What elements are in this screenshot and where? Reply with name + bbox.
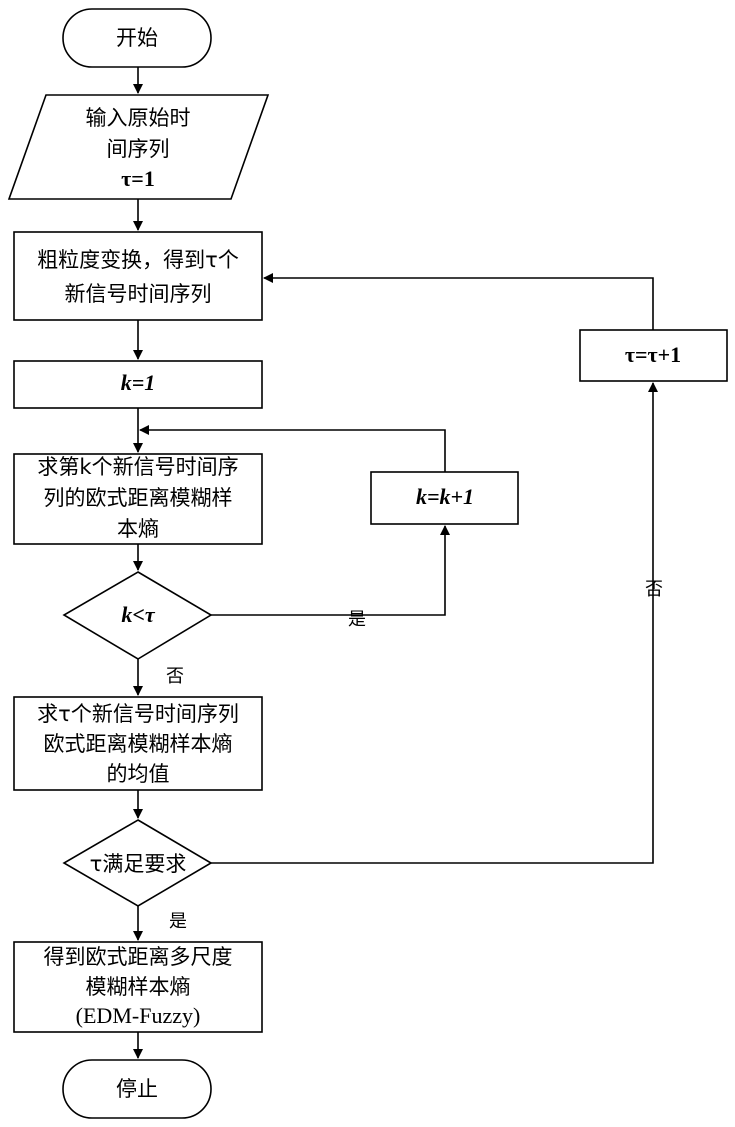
result-label-line2: 模糊样本熵 [86, 975, 191, 999]
k-init-node: k=1 [14, 361, 262, 408]
k-inc-node: k=k+1 [371, 472, 518, 524]
coarse-node: 粗粒度变换，得到τ个 新信号时间序列 [14, 232, 262, 320]
decision-tau-node: τ满足要求 [64, 820, 211, 906]
edge-label-tau-no: 否 [645, 579, 663, 600]
start-node: 开始 [63, 9, 211, 67]
compute-k-label-line3: 本熵 [117, 517, 159, 541]
result-label-line1: 得到欧式距离多尺度 [44, 945, 233, 969]
compute-k-node: 求第k个新信号时间序 列的欧式距离模糊样 本熵 [14, 454, 262, 544]
edge-tauinc-loopback [264, 278, 653, 330]
mean-label-line1: 求τ个新信号时间序列 [37, 702, 239, 726]
compute-k-label-line2: 列的欧式距离模糊样 [44, 486, 233, 510]
mean-label-line2: 欧式距离模糊样本熵 [44, 732, 233, 756]
start-label: 开始 [116, 26, 158, 50]
mean-node: 求τ个新信号时间序列 欧式距离模糊样本熵 的均值 [14, 697, 262, 790]
decision-k-label: k<τ [121, 602, 156, 627]
coarse-label-line2: 新信号时间序列 [65, 282, 212, 306]
edge-tau-no [211, 383, 653, 863]
input-label-line1: 输入原始时 [86, 106, 191, 130]
k-init-label: k=1 [121, 370, 156, 395]
input-label-line3: τ=1 [121, 166, 155, 191]
compute-k-label-line1: 求第k个新信号时间序 [37, 455, 238, 479]
k-inc-label: k=k+1 [416, 484, 474, 509]
decision-tau-label: τ满足要求 [90, 852, 187, 876]
tau-inc-node: τ=τ+1 [580, 330, 727, 381]
input-label-line2: 间序列 [107, 137, 170, 161]
stop-node: 停止 [63, 1060, 211, 1118]
input-node: 输入原始时 间序列 τ=1 [9, 95, 268, 199]
edge-label-k-no: 否 [166, 666, 184, 687]
coarse-label-line1: 粗粒度变换，得到τ个 [37, 248, 239, 272]
stop-label: 停止 [116, 1077, 158, 1101]
decision-k-node: k<τ [64, 572, 211, 659]
tau-inc-label: τ=τ+1 [625, 342, 681, 367]
result-node: 得到欧式距离多尺度 模糊样本熵 (EDM-Fuzzy) [14, 942, 262, 1032]
edge-label-tau-yes: 是 [169, 911, 187, 932]
result-label-line3: (EDM-Fuzzy) [76, 1003, 201, 1028]
edge-label-k-yes: 是 [348, 609, 366, 630]
mean-label-line3: 的均值 [107, 762, 170, 786]
